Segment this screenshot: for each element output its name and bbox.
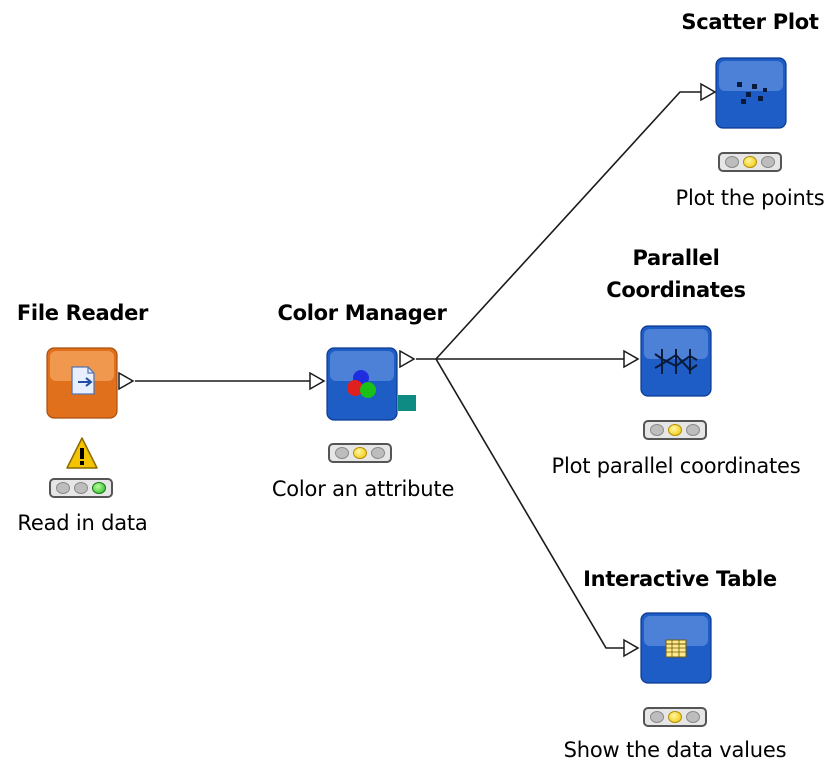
interactive-table-label[interactable]: Show the data values (563, 738, 787, 762)
scatter-plot-title: Scatter Plot (681, 10, 819, 34)
status-light-red (56, 482, 70, 494)
rgb-circles-icon (347, 370, 376, 398)
file-reader-label[interactable]: Read in data (17, 511, 148, 535)
connection-color-manager-to-interactive-table[interactable] (435, 358, 624, 649)
table-grid-icon (665, 639, 687, 658)
status-light-green (686, 424, 700, 436)
scatter-plot-input-port[interactable] (700, 82, 717, 102)
parallel-coordinates-node-icon[interactable] (640, 325, 712, 397)
status-light-yellow (353, 447, 367, 459)
interactive-table-input-port[interactable] (623, 638, 640, 658)
scatter-plot-node-icon[interactable] (715, 57, 787, 129)
file-reader-title: File Reader (16, 301, 149, 325)
parallel-coordinates-label[interactable]: Plot parallel coordinates (551, 454, 801, 478)
status-light-yellow (668, 424, 682, 436)
document-icon (71, 366, 95, 395)
color-manager-model-port[interactable] (398, 395, 416, 411)
interactive-table-title: Interactive Table (583, 567, 777, 591)
file-reader-node-icon[interactable] (46, 347, 118, 419)
scatter-dots-icon (737, 82, 767, 104)
status-light-yellow (743, 156, 757, 168)
color-manager-status-light (328, 443, 392, 463)
status-light-red (725, 156, 739, 168)
color-manager-node-icon[interactable] (326, 347, 398, 421)
status-light-red (650, 424, 664, 436)
interactive-table-node-icon[interactable] (640, 612, 712, 684)
color-manager-label[interactable]: Color an attribute (271, 477, 455, 501)
status-light-green (686, 711, 700, 723)
file-reader-status-light (49, 478, 113, 498)
status-light-green (371, 447, 385, 459)
output-ports (118, 349, 416, 391)
status-light-green (92, 482, 106, 494)
color-manager-input-port[interactable] (309, 371, 326, 391)
color-manager-title: Color Manager (277, 301, 447, 325)
connections (135, 91, 702, 649)
parallel-lines-icon (654, 349, 698, 374)
status-light-red (650, 711, 664, 723)
color-manager-output-port[interactable] (399, 349, 416, 369)
status-light-yellow (74, 482, 88, 494)
connection-color-manager-to-scatter-plot[interactable] (416, 91, 702, 360)
status-light-green (761, 156, 775, 168)
scatter-plot-status-light (718, 152, 782, 172)
parallel-coordinates-status-light (643, 420, 707, 440)
scatter-plot-label[interactable]: Plot the points (675, 186, 825, 210)
input-ports (309, 82, 717, 658)
parallel-coordinates-title-line2: Coordinates (606, 278, 746, 302)
file-reader-output-port[interactable] (118, 371, 135, 391)
status-light-red (335, 447, 349, 459)
parallel-coordinates-input-port[interactable] (623, 349, 640, 369)
interactive-table-status-light (643, 707, 707, 727)
parallel-coordinates-title-line1: Parallel (632, 246, 720, 270)
status-light-yellow (668, 711, 682, 723)
warning-icon (66, 437, 98, 469)
